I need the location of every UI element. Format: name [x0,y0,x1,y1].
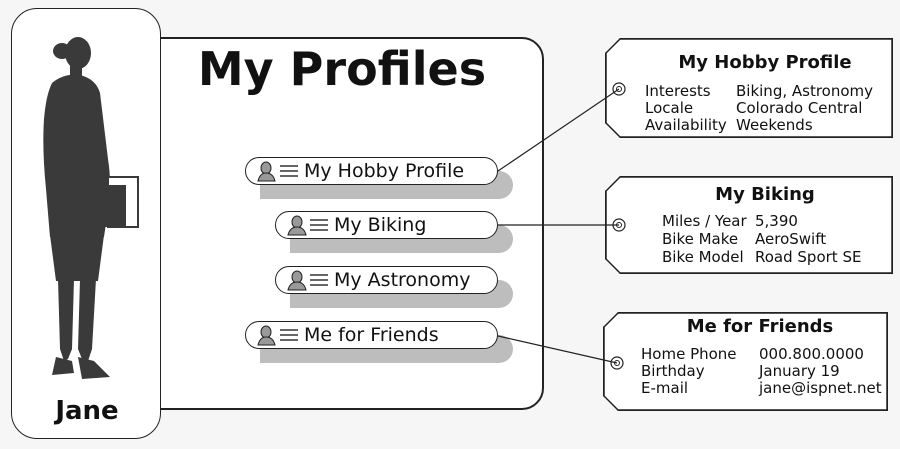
tag-value: Weekends [736,116,813,134]
list-lines-icon [310,274,328,286]
profile-item-friends[interactable]: Me for Friends [245,321,498,349]
tag-value: January 19 [759,362,840,380]
tag-key: Bike Model [662,248,744,266]
woman-silhouette-icon [43,37,139,379]
tag-title: My Hobby Profile [678,52,852,73]
tag-value: jane@ispnet.net [759,379,882,397]
user-profile-icon [257,161,276,182]
list-lines-icon [280,165,298,177]
tag-value: AeroSwift [755,230,827,248]
profile-item-label: My Astronomy [334,269,471,291]
tag-key: Miles / Year [662,212,747,230]
person-name: Jane [55,396,119,426]
person-card: Jane [11,8,161,439]
user-profile-icon [287,215,307,236]
tag-key: E-mail [641,379,689,397]
tag-value: Road Sport SE [755,248,862,266]
tag-value: Biking, Astronomy [736,82,874,100]
tag-hole-icon [610,356,624,370]
profile-item-label: My Hobby Profile [304,160,465,182]
user-profile-icon [257,325,276,346]
profile-item-astronomy[interactable]: My Astronomy [275,266,498,294]
tag-title: Me for Friends [686,316,834,337]
tag-hole-icon [612,218,626,232]
panel-title: My Profiles [197,42,487,96]
tag-value: 000.800.0000 [759,345,864,363]
tag-key: Home Phone [641,345,737,363]
tag-value: 5,390 [755,212,798,230]
tag-key: Availability [645,116,727,134]
tag-title: My Biking [715,184,815,205]
tag-key: Birthday [641,362,705,380]
profile-item-hobby[interactable]: My Hobby Profile [245,157,498,185]
tag-key: Locale [645,99,694,117]
user-profile-icon [287,270,307,291]
profile-item-label: My Biking [334,214,427,236]
profile-item-biking[interactable]: My Biking [275,211,498,239]
list-lines-icon [310,219,328,231]
list-lines-icon [280,329,298,341]
tag-hole-icon [612,82,626,96]
tag-key: Interests [645,82,711,100]
tag-value: Colorado Central [736,99,863,117]
profile-item-label: Me for Friends [304,324,439,346]
tag-key: Bike Make [662,230,739,248]
